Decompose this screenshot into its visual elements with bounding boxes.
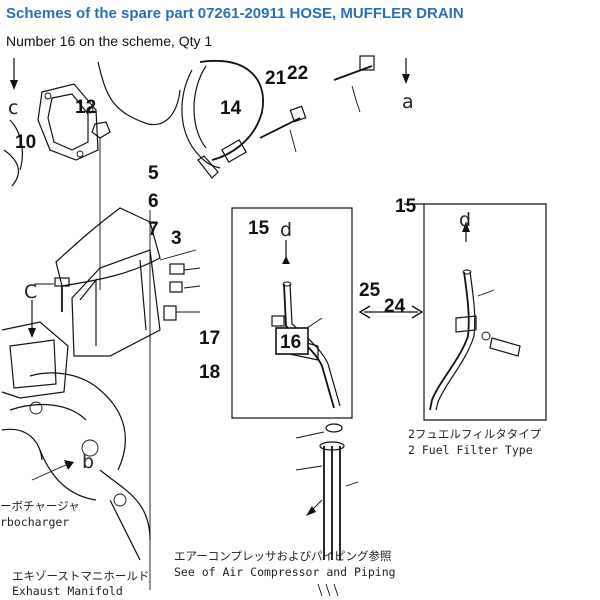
arrow-c-topleft	[10, 58, 18, 90]
note-turbo-en: rbocharger	[0, 515, 69, 529]
callout-18: 18	[199, 362, 220, 383]
callout-16: 16	[280, 332, 301, 353]
ref-letter-d-center: d	[280, 219, 292, 241]
double-arrow	[358, 305, 424, 319]
callout-7: 7	[148, 219, 159, 240]
bolt-left-c	[34, 277, 70, 312]
callout-12: 12	[75, 97, 96, 118]
bolt-22	[333, 55, 375, 113]
tube-outline	[97, 61, 181, 126]
callout-15-center: 15	[248, 218, 270, 239]
callout-24: 24	[384, 296, 406, 317]
highlight-box-16	[275, 327, 309, 355]
note-exhaust-en: Exhaust Manifold	[12, 584, 123, 598]
engine-block	[1, 210, 151, 590]
callout-14: 14	[220, 98, 242, 119]
ref-letter-c-left: C	[24, 281, 37, 303]
note-air-comp-jp: エアーコンプレッサおよびパイピング参照	[174, 549, 391, 563]
air-pipe	[295, 423, 359, 597]
clamp-band	[181, 60, 264, 179]
bolts-right-bracket	[163, 263, 201, 321]
ref-letter-b: b	[82, 451, 94, 473]
part-subtitle: Number 16 on the scheme, Qty 1	[6, 33, 213, 49]
detail-box-right	[404, 203, 547, 421]
callout-6: 6	[148, 191, 159, 212]
arrow-c-left	[28, 300, 36, 338]
manifold-flange	[3, 83, 99, 187]
heat-shield	[55, 207, 197, 357]
callout-5: 5	[148, 163, 159, 184]
arrow-a	[402, 58, 410, 84]
callout-25: 25	[359, 280, 381, 301]
bolt-12	[91, 121, 111, 290]
note-air-comp-en: See of Air Compressor and Piping	[174, 565, 396, 579]
callout-10: 10	[15, 132, 36, 153]
callout-17: 17	[199, 328, 220, 349]
note-exhaust-jp: エキゾーストマニホールド	[12, 569, 149, 583]
screw-14	[259, 105, 307, 153]
note-turbo-jp: ーボチャージャ	[0, 499, 80, 513]
page-title: Schemes of the spare part 07261-20911 HO…	[6, 5, 464, 22]
ref-letter-a: a	[402, 91, 414, 113]
callout-21: 21	[265, 68, 287, 89]
ref-letter-d-right: d	[459, 209, 471, 231]
note-fuel-filter-en: 2 Fuel Filter Type	[408, 443, 533, 457]
callout-3: 3	[171, 228, 182, 249]
callout-22: 22	[287, 63, 308, 84]
ref-letter-c-top: c	[8, 97, 18, 119]
callout-15-right: 15	[395, 196, 417, 217]
note-fuel-filter-jp: 2フュエルフィルタタイプ	[408, 427, 542, 441]
